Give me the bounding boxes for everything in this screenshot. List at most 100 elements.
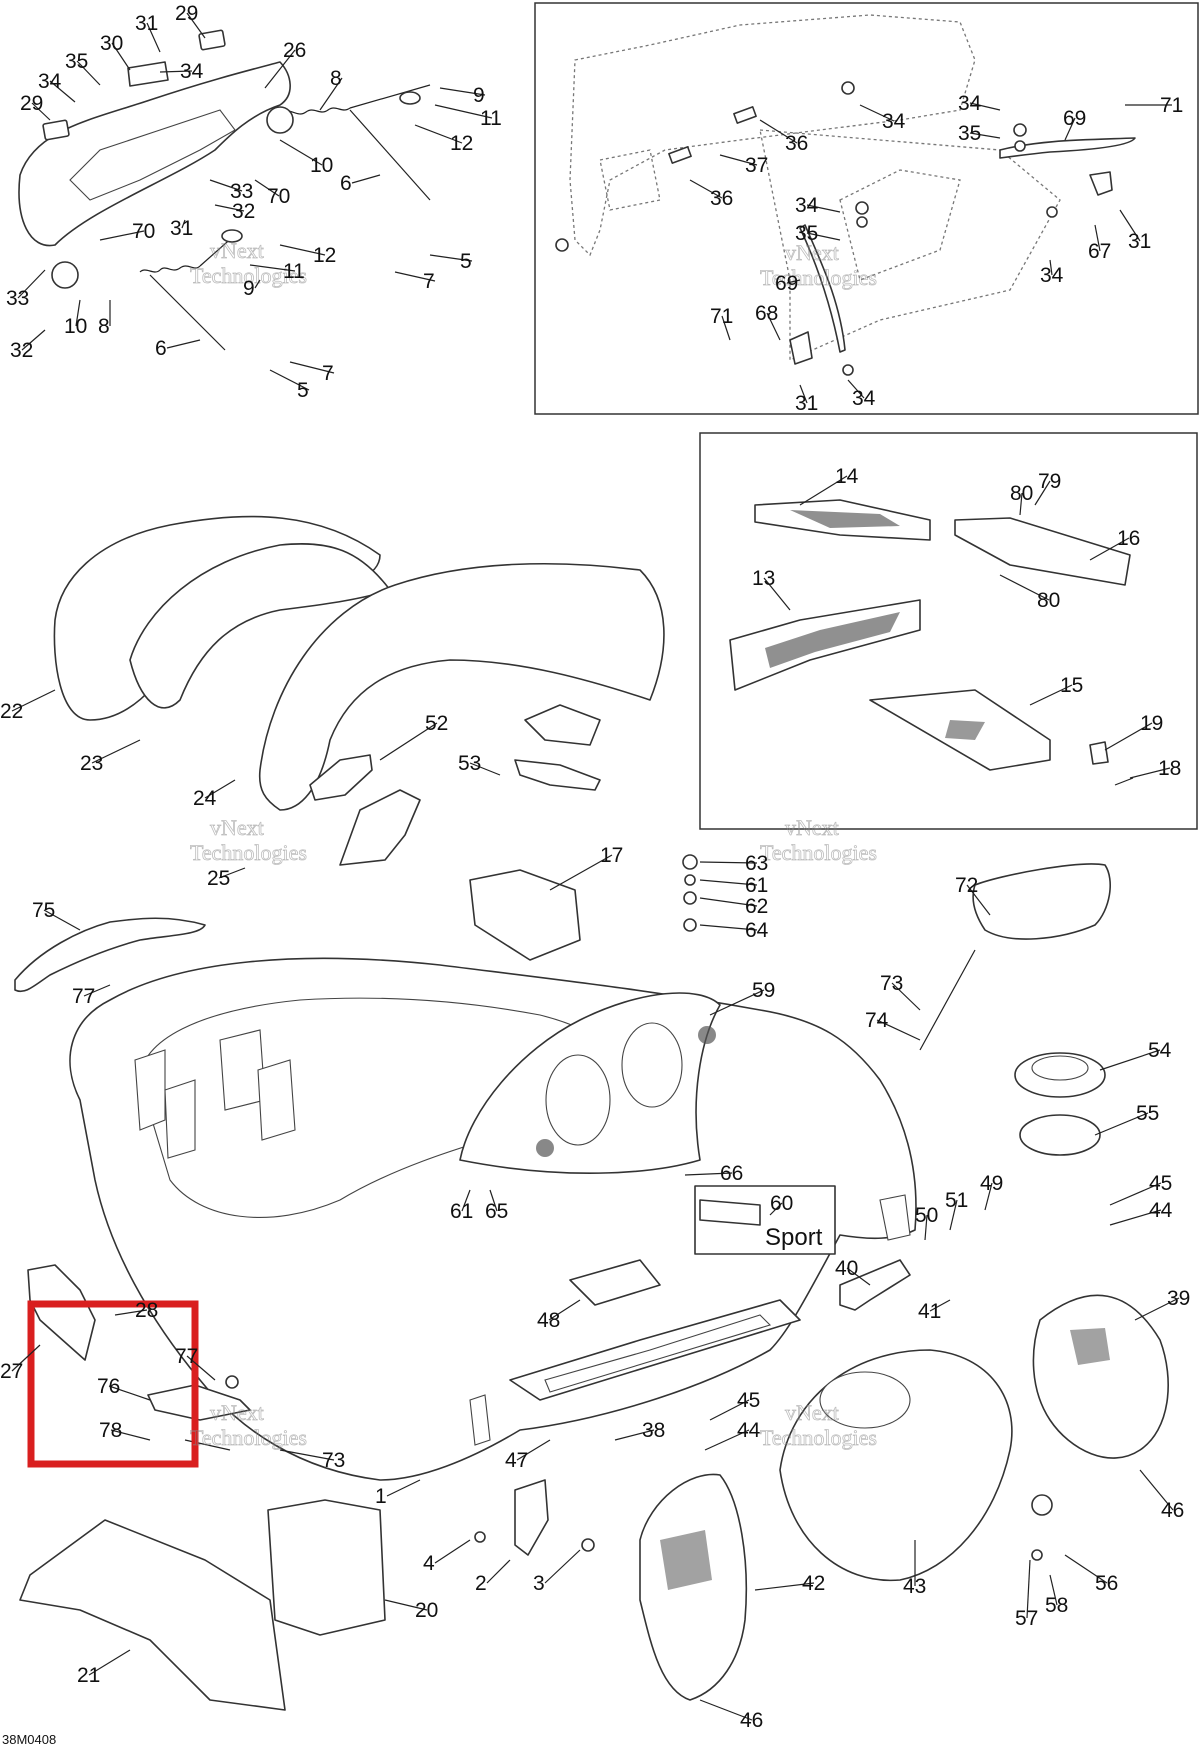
callout-leader-71b — [721, 315, 731, 341]
screw-61 — [684, 874, 696, 886]
callout-label-34f: 34 — [1040, 264, 1064, 287]
callout-label-66: 66 — [720, 1162, 743, 1185]
callout-label-59: 59 — [752, 979, 775, 1002]
callout-label-11a: 11 — [480, 107, 502, 130]
callout-label-7b: 7 — [322, 362, 334, 385]
end-cap-left — [42, 119, 70, 141]
callout-label-33a: 33 — [230, 180, 253, 203]
hood-vent-2 — [257, 1059, 296, 1141]
spring-upper — [284, 107, 351, 115]
callout-label-62: 62 — [745, 895, 768, 918]
callout-leader-35b — [969, 132, 1001, 139]
watermark-5-line-1: vNext — [210, 1400, 264, 1425]
callout-leader-36a — [759, 119, 798, 144]
callout-label-16: 16 — [1117, 527, 1140, 550]
callout-label-3: 3 — [533, 1572, 545, 1595]
callout-label-17: 17 — [600, 844, 623, 867]
callout-leader-44a — [1109, 1209, 1162, 1226]
callout-leader-68 — [766, 312, 781, 341]
washer-top — [1014, 140, 1026, 152]
rear-frame-dotted — [569, 14, 976, 257]
callout-leader-69b — [786, 279, 801, 284]
callout-label-57: 57 — [1015, 1607, 1038, 1630]
gauge-left — [545, 1054, 611, 1146]
callout-label-25: 25 — [207, 867, 230, 890]
callout-label-10a: 10 — [310, 154, 333, 177]
watermark-4-line-1: vNext — [785, 815, 839, 840]
callout-label-52: 52 — [425, 712, 448, 735]
cable-upper-b — [349, 109, 431, 201]
inset-panel-border — [534, 2, 1199, 415]
callout-label-53: 53 — [458, 752, 481, 775]
bracket-40 — [839, 1259, 911, 1311]
strap-clip-lower — [789, 331, 813, 365]
tunnel-frame-truss — [839, 169, 961, 281]
callout-leader-58 — [1049, 1574, 1058, 1606]
callout-leader-22 — [11, 689, 56, 712]
callout-label-51: 51 — [945, 1189, 968, 1212]
callout-leader-33a — [209, 179, 243, 192]
callout-leader-36b — [689, 179, 723, 199]
callout-leader-60 — [769, 1202, 783, 1216]
callout-leader-9b — [254, 279, 261, 289]
nut-left — [555, 238, 569, 252]
misc-parts — [14, 854, 1169, 1711]
callout-leader-38 — [614, 1429, 655, 1441]
callout-leader-46a — [1139, 1469, 1174, 1511]
callout-label-44b: 44 — [737, 1419, 761, 1442]
callout-leader-16 — [1089, 537, 1130, 561]
callout-label-50: 50 — [915, 1204, 938, 1227]
watermark-1-line-2: Technologies — [190, 263, 307, 288]
callout-label-11b: 11 — [283, 260, 305, 283]
callout-label-31c: 31 — [1128, 230, 1151, 253]
vent-mesh-14 — [790, 510, 900, 528]
callout-leader-57 — [1026, 1559, 1031, 1619]
callout-leader-31d — [799, 384, 808, 404]
nut-upper — [841, 81, 855, 95]
callout-leader-44b — [704, 1429, 750, 1451]
spacer-b — [668, 146, 692, 164]
callout-label-73b: 73 — [322, 1449, 345, 1472]
callout-leader-23 — [91, 739, 141, 764]
callout-label-37: 37 — [745, 154, 768, 177]
callout-label-15: 15 — [1060, 674, 1083, 697]
nut-3 — [581, 1538, 595, 1552]
tray-inner-47 — [544, 1314, 772, 1393]
bracket-52 — [309, 754, 373, 801]
callout-label-55: 55 — [1136, 1102, 1159, 1125]
callout-leader-18 — [1129, 767, 1171, 779]
inset-panel-border-vents — [699, 432, 1198, 830]
callout-leader-30 — [111, 42, 131, 71]
callout-label-36a: 36 — [785, 132, 808, 155]
callout-leader-6a — [351, 174, 381, 184]
washer-mid — [856, 216, 868, 228]
hood-louver-1 — [134, 1049, 166, 1131]
watermark-6-line-2: Technologies — [760, 1425, 877, 1450]
callout-leader-35a — [76, 60, 101, 86]
washer-57 — [1031, 1549, 1043, 1561]
callout-leader-12b — [279, 244, 326, 256]
callout-label-73a: 73 — [880, 972, 903, 995]
callout-leader-51 — [949, 1199, 958, 1231]
snow-flap-21 — [19, 1519, 286, 1711]
callout-label-60: 60 — [770, 1192, 793, 1215]
nut-bottom — [842, 364, 854, 376]
watermark-2-line-2: Technologies — [760, 265, 877, 290]
grab-strap — [999, 137, 1136, 159]
mud-flap-20 — [267, 1499, 386, 1636]
air-box-inlet — [819, 1371, 911, 1429]
callout-label-10b: 10 — [64, 315, 87, 338]
callout-label-6b: 6 — [155, 337, 167, 360]
callout-leader-34d — [969, 102, 1001, 111]
callout-leader-61b — [461, 1189, 471, 1212]
callout-label-74: 74 — [865, 1009, 889, 1032]
callout-leader-11a — [434, 104, 493, 119]
bracket-25 — [339, 789, 421, 866]
side-vent-39-mesh — [1070, 1328, 1110, 1365]
callout-leader-31a — [146, 22, 161, 53]
callout-leader-80b — [999, 574, 1050, 601]
callout-leader-21 — [88, 1649, 131, 1676]
ring-lower — [51, 261, 79, 289]
gauge-right — [621, 1022, 683, 1108]
bumper-bracket — [127, 61, 169, 87]
